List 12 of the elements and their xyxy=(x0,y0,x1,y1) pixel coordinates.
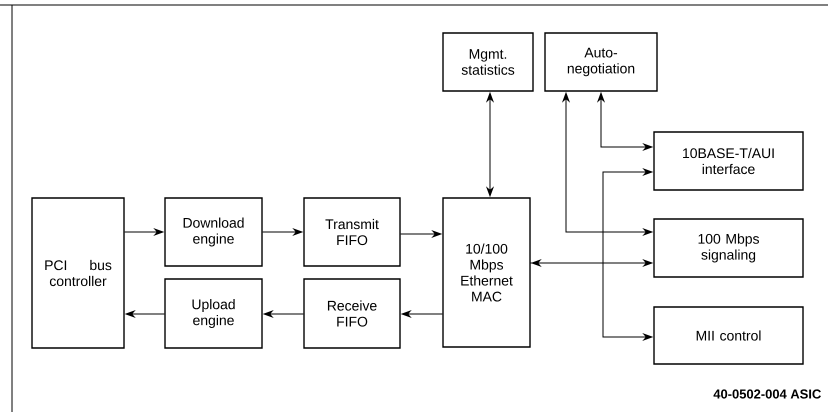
block-box: Receive FIFO xyxy=(303,278,401,349)
block-box: PCI bus controller xyxy=(31,197,125,349)
figure-id: 40-0502-004 ASIC xyxy=(714,389,821,399)
block-box: 100 Mbps signaling xyxy=(653,218,804,278)
block-box: Transmit FIFO xyxy=(303,197,401,267)
block-box: Download engine xyxy=(164,197,263,267)
block-box: Auto- negotiation xyxy=(544,32,658,92)
block-box: 10/100 Mbps Ethernet MAC xyxy=(442,197,531,348)
block-box: 10BASE-T/AUI interface xyxy=(653,131,804,191)
block-box: Upload engine xyxy=(164,278,263,349)
block-box: MII control xyxy=(653,306,804,365)
block-box: Mgmt. statistics xyxy=(442,32,534,92)
